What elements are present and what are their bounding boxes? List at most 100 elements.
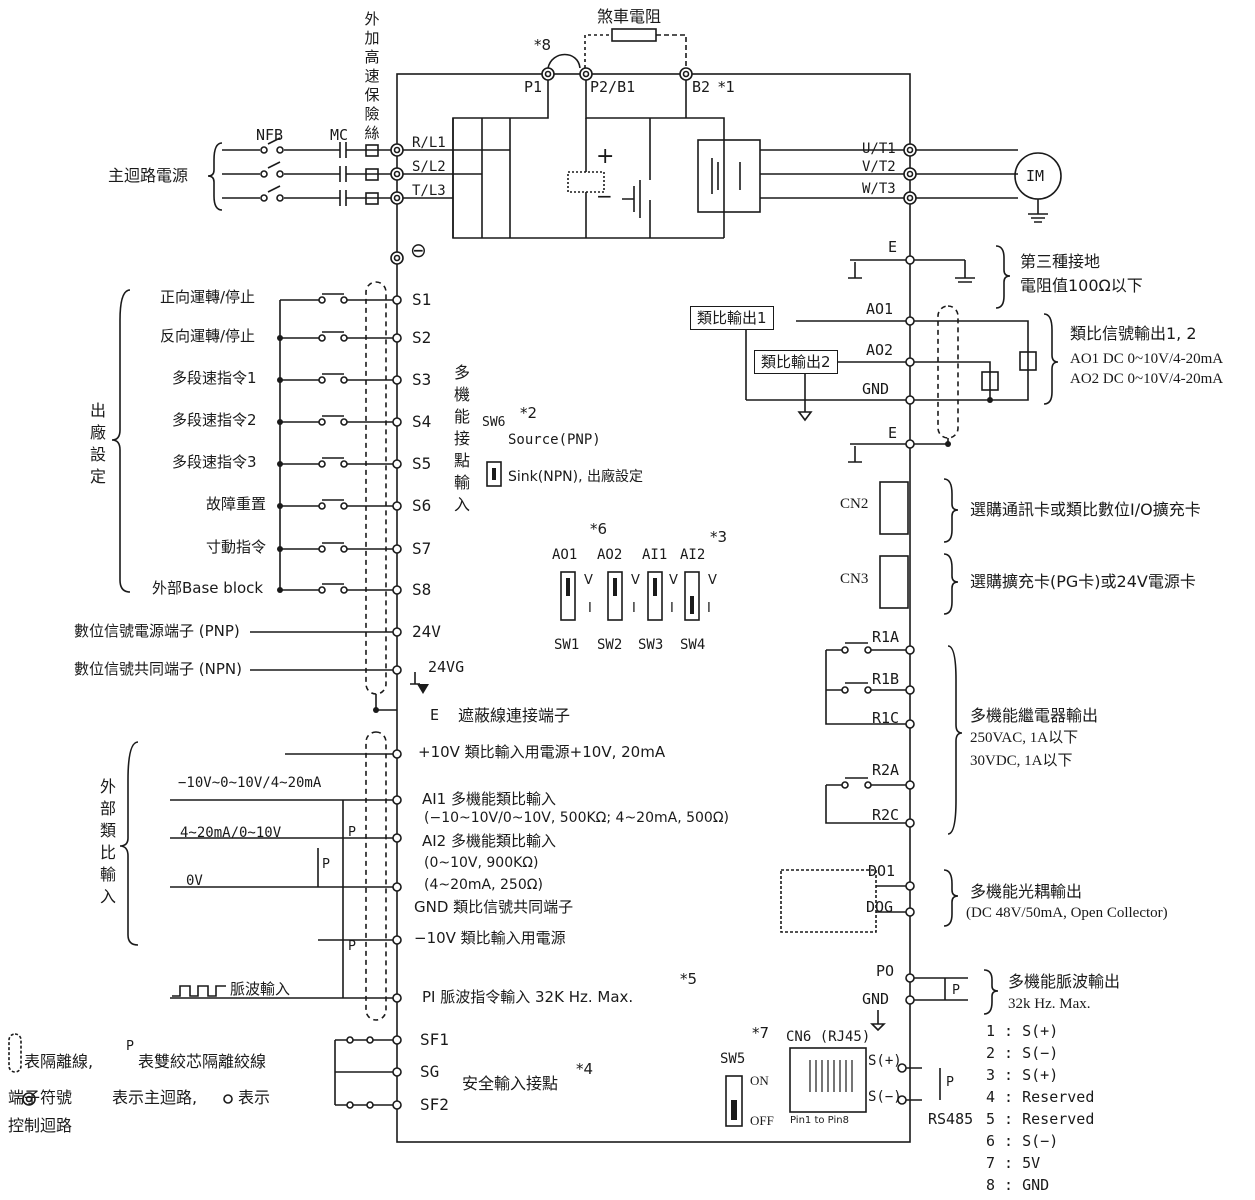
terminal-sf1: SF1 (420, 1030, 449, 1049)
sw-label-ai2: AI2 (680, 547, 706, 563)
terminal-e-mid: E (888, 424, 898, 442)
cn3-label: CN3 (840, 571, 869, 587)
ai2-label: AI2 多機能類比輸入 (422, 832, 556, 850)
relay-title: 多機能繼電器輸出 (970, 706, 1099, 725)
sig-range-3: 0V (186, 873, 203, 889)
ao1-spec: AO1 DC 0~10V/4-20mA (1070, 351, 1224, 367)
ai2-spec-2: (4~20mA, 250Ω) (424, 877, 543, 893)
input-name-s6: 故障重置 (206, 495, 267, 513)
sw3-v: V (669, 573, 678, 588)
w-t3-label: W/T3 (862, 181, 896, 197)
p-mark-rs485: P (946, 1075, 954, 1090)
npn-common-label: 數位信號共同端子 (NPN) (74, 660, 242, 678)
analog-output-1-box: 類比輸出1 (690, 306, 774, 330)
analog-output-2-box: 類比輸出2 (754, 350, 838, 374)
legend-main-circuit: 表示主迴路, (112, 1088, 198, 1107)
terminal-ao1: AO1 (866, 300, 894, 318)
p2b1-label: P2/B1 (590, 78, 636, 96)
terminal-r1a: R1A (872, 628, 900, 646)
terminal-sg: SG (420, 1062, 440, 1081)
terminal-sf2: SF2 (420, 1095, 449, 1114)
sw4-v: V (708, 573, 717, 588)
b2-label: B2 (692, 78, 711, 96)
t-l3-label: T/L3 (412, 183, 446, 199)
legend-control-pre: 表示 (238, 1088, 271, 1107)
input-name-s8: 外部Base block (152, 579, 264, 597)
opto-spec: (DC 48V/50mA, Open Collector) (966, 905, 1168, 921)
u-t1-label: U/T1 (862, 141, 896, 157)
legend-isolation: 表隔離線, (24, 1052, 94, 1071)
sw1-name: SW1 (554, 637, 580, 653)
rj45-pin-5: 5 : Reserved (986, 1110, 1095, 1128)
rj45-pin-1: 1 : S(+) (986, 1022, 1059, 1040)
rj45-pin-3: 3 : S(+) (986, 1066, 1059, 1084)
fuse-label: 外加高速保險絲 (364, 10, 380, 142)
rs485-label: RS485 (928, 1110, 974, 1128)
note-8: *8 (534, 36, 552, 54)
analog-sig-label: 類比信號輸出1, 2 (1070, 324, 1197, 343)
note-6: *6 (590, 520, 608, 538)
sw2-v: V (631, 573, 640, 588)
cap-plus: + (596, 144, 615, 169)
external-analog-label: 外部類比輸入 (99, 777, 116, 906)
cap-minus: − (596, 184, 613, 208)
ai1-spec: (−10~10V/0~10V, 500KΩ; 4~20mA, 500Ω) (424, 810, 729, 826)
note-5: *5 (680, 970, 698, 988)
shield-label: 遮蔽線連接端子 (458, 706, 571, 725)
terminal-s4: S4 (412, 412, 432, 431)
legend-p: P (126, 1039, 134, 1054)
sw-label-ao2: AO2 (597, 547, 623, 563)
terminal-gnd-ao: GND (862, 380, 890, 398)
note-2: *2 (520, 404, 538, 422)
sw3-i: I (670, 601, 674, 616)
sig-range-1: −10V~0~10V/4~20mA (178, 775, 322, 791)
cn2-desc: 選購通訊卡或類比數位I/O擴充卡 (970, 500, 1201, 519)
input-switches (280, 293, 397, 591)
terminal-s1: S1 (412, 290, 432, 309)
note-3: *3 (710, 528, 728, 546)
note-4: *4 (576, 1060, 594, 1078)
motor-label: IM (1026, 167, 1045, 185)
main-terminals (22, 67, 917, 1106)
terminal-po: PO (876, 962, 895, 980)
terminal-s5: S5 (412, 454, 432, 473)
terminal-24v: 24V (412, 622, 441, 641)
sw-label-ao1: AO1 (552, 547, 578, 563)
sig-range-2: 4~20mA/0~10V (180, 825, 282, 841)
sw1-i: I (588, 601, 592, 616)
terminal-ao2: AO2 (866, 341, 894, 359)
terminal-s3: S3 (412, 370, 432, 389)
terminal-r2a: R2A (872, 761, 900, 779)
sw5-label: SW5 (720, 1051, 746, 1067)
p1-label: P1 (524, 78, 543, 96)
mc-label: MC (330, 126, 349, 144)
input-name-s1: 正向運轉/停止 (160, 288, 256, 306)
jumper-p1-p2 (547, 53, 581, 69)
brake-resistor-label: 煞車電阻 (597, 7, 662, 26)
legend-twisted: 表雙絞芯隔離絞線 (138, 1052, 267, 1071)
gnd-label: GND 類比信號共同端子 (414, 898, 574, 916)
ground-res-label: 電阻值100Ω以下 (1020, 276, 1143, 295)
terminal-s8: S8 (412, 580, 432, 599)
sw1-v: V (584, 573, 593, 588)
ground-type-label: 第三種接地 (1020, 252, 1101, 271)
safety-label: 安全輸入接點 (462, 1074, 559, 1093)
input-name-s7: 寸動指令 (206, 538, 267, 556)
inverter-outline (396, 73, 911, 1143)
terminal-gnd-po: GND (862, 990, 890, 1008)
terminal-s6: S6 (412, 496, 432, 515)
pulse-out-spec: 32k Hz. Max. (1008, 996, 1091, 1012)
relay-spec-1: 250VAC, 1A以下 (970, 730, 1079, 746)
pi-label: PI 脈波指令輸入 32K Hz. Max. (422, 988, 634, 1006)
terminal-do1: DO1 (868, 862, 896, 880)
sw-label-ai1: AI1 (642, 547, 668, 563)
factory-setting-label: 出廠設定 (89, 401, 106, 486)
legend-control-circuit: 控制迴路 (8, 1116, 73, 1135)
sw4-i: I (707, 601, 711, 616)
p-mark-2: P (322, 857, 330, 872)
rj45-pin-7: 7 : 5V (986, 1154, 1041, 1172)
sw2-i: I (632, 601, 636, 616)
control-terminals (223, 255, 915, 1110)
terminal-s-plus: S(+) (868, 1053, 902, 1069)
terminal-r1c: R1C (872, 709, 900, 727)
